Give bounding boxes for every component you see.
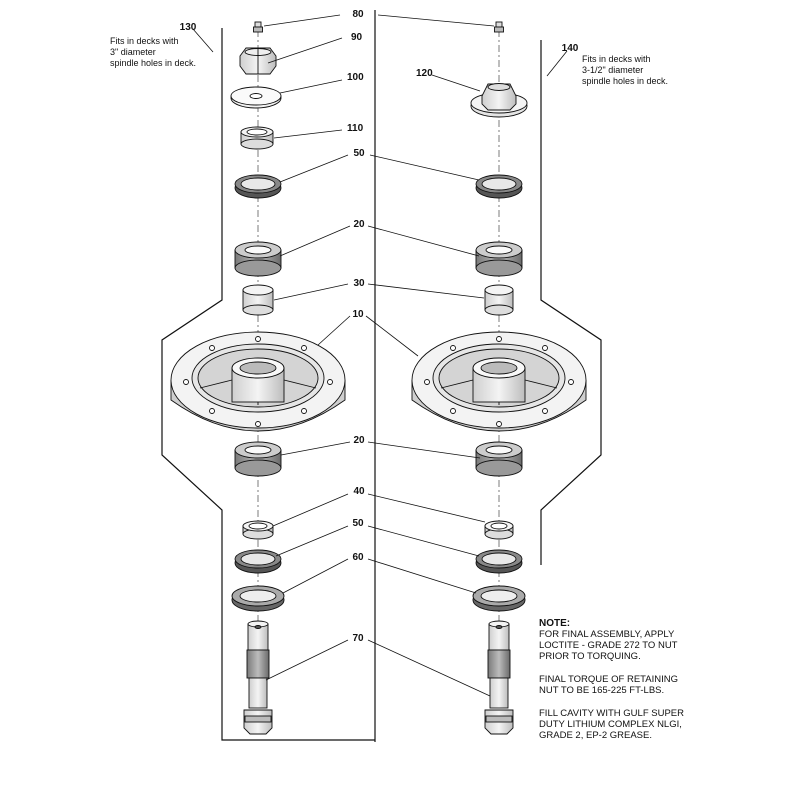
callout-60: 60 — [352, 552, 364, 563]
seal-right-bottom — [475, 549, 523, 574]
seal-right-top — [475, 174, 523, 199]
seal-left-bottom — [234, 549, 282, 574]
spacer-40-left — [242, 520, 274, 540]
grease-fitting-left — [253, 21, 263, 33]
seal-left-top — [234, 174, 282, 199]
assembly-note: NOTE: FOR FINAL ASSEMBLY, APPLY LOCTITE … — [539, 618, 684, 741]
left-stack — [170, 21, 346, 735]
spacer-40-right — [484, 520, 514, 540]
nut-left — [239, 47, 277, 75]
housing-left — [170, 331, 346, 432]
washer-left — [230, 86, 282, 109]
fits-left-line-1: Fits in decks with — [110, 36, 179, 46]
fits-left-line-2: 3" diameter — [110, 47, 156, 57]
cup-left — [231, 585, 285, 612]
fits-left-line-3: spindle holes in deck. — [110, 58, 196, 68]
note-p2-line-2: NUT TO BE 165-225 FT-LBS. — [539, 685, 664, 696]
right-stack — [411, 21, 587, 735]
note-p2-line-1: FINAL TORQUE OF RETAINING — [539, 674, 678, 685]
callout-110: 110 — [347, 123, 364, 134]
callout-40: 40 — [353, 486, 365, 497]
fits-note-right: Fits in decks with 3-1/2" diameter spind… — [582, 54, 668, 86]
callout-10: 10 — [352, 309, 364, 320]
bearing-left-bottom — [234, 441, 282, 477]
callout-20-bottom: 20 — [353, 435, 365, 446]
note-heading: NOTE: — [539, 618, 570, 629]
note-p1-line-3: PRIOR TO TORQUING. — [539, 651, 641, 662]
callout-labels: 80 90 100 110 120 50 20 30 10 20 40 50 6… — [180, 9, 579, 644]
fits-right-line-2: 3-1/2" diameter — [582, 65, 643, 75]
callout-70: 70 — [352, 633, 364, 644]
callout-120: 120 — [416, 68, 433, 79]
note-p1-line-1: FOR FINAL ASSEMBLY, APPLY — [539, 629, 675, 640]
fits-right-line-1: Fits in decks with — [582, 54, 651, 64]
callout-130: 130 — [180, 22, 197, 33]
bearing-left-top — [234, 241, 282, 277]
note-p3-line-2: DUTY LITHIUM COMPLEX NLGI, — [539, 719, 682, 730]
callout-50-top: 50 — [353, 148, 365, 159]
shaft-left — [243, 620, 273, 735]
spacer-30-right — [484, 284, 514, 316]
housing-right — [411, 331, 587, 432]
bearing-right-bottom — [475, 441, 523, 477]
callout-100: 100 — [347, 72, 364, 83]
callout-50-bottom: 50 — [352, 518, 364, 529]
note-p3-line-3: GRADE 2, EP-2 GREASE. — [539, 730, 652, 741]
callout-30: 30 — [353, 278, 365, 289]
spacer-left — [240, 126, 274, 150]
callout-80: 80 — [352, 9, 364, 20]
callout-140: 140 — [562, 43, 579, 54]
group-outline-140 — [540, 40, 602, 565]
note-p3-line-1: FILL CAVITY WITH GULF SUPER — [539, 708, 684, 719]
grease-fitting-right — [494, 21, 504, 33]
fits-note-left: Fits in decks with 3" diameter spindle h… — [110, 36, 196, 68]
cup-right — [472, 585, 526, 612]
spacer-30-left — [242, 284, 274, 316]
group-outline-130 — [161, 10, 376, 742]
leader-lines — [192, 14, 568, 697]
flange-nut-right — [470, 83, 528, 118]
fits-right-line-3: spindle holes in deck. — [582, 76, 668, 86]
bearing-right-top — [475, 241, 523, 277]
callout-20-top: 20 — [353, 219, 365, 230]
note-p1-line-2: LOCTITE - GRADE 272 TO NUT — [539, 640, 678, 651]
callout-90: 90 — [351, 32, 363, 43]
shaft-right — [484, 620, 514, 735]
